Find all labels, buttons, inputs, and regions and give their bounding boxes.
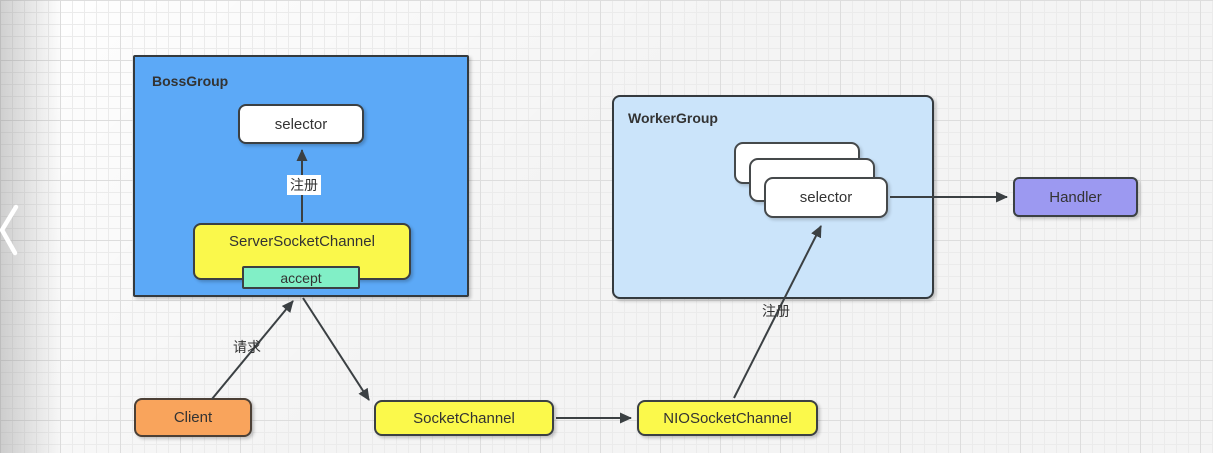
edge-label-register-boss: 注册: [287, 175, 321, 195]
worker-group-title: WorkerGroup: [628, 110, 718, 126]
socket-channel-node: SocketChannel: [374, 400, 554, 436]
nio-socket-channel-node: NIOSocketChannel: [637, 400, 818, 436]
boss-selector-node: selector: [238, 104, 364, 144]
worker-selector-node: selector: [764, 177, 888, 218]
handler-node: Handler: [1013, 177, 1138, 217]
client-node: Client: [134, 398, 252, 437]
chevron-left-icon[interactable]: [0, 203, 22, 257]
arrow-accept-to-socketchannel: [302, 297, 370, 401]
edge-label-register-worker: 注册: [762, 303, 790, 319]
boss-group-title: BossGroup: [152, 73, 229, 89]
edge-label-request: 请求: [233, 339, 261, 355]
accept-node: accept: [242, 266, 360, 289]
